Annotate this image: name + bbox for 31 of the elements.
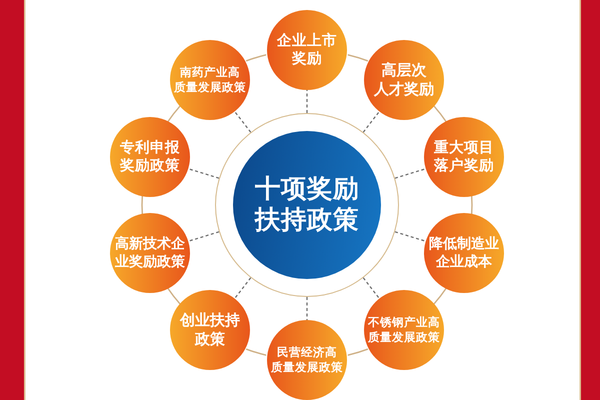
dashed-connector: [306, 90, 308, 113]
arc-connector: [470, 195, 473, 215]
arc-connector: [348, 54, 368, 62]
arc-connector: [167, 106, 181, 123]
arc-connector: [433, 287, 447, 304]
dashed-connector: [394, 168, 426, 179]
topic-label: 降低制造业企业成本: [428, 234, 499, 271]
center-title: 十项奖励扶持政策: [255, 174, 359, 236]
arc-connector: [167, 287, 181, 304]
arc-connector: [348, 348, 368, 356]
dashed-connector: [362, 277, 380, 300]
topic-label: 高新技术企业奖励政策: [115, 234, 186, 271]
dashed-connector: [394, 231, 426, 242]
topic-label: 企业上市奖励: [277, 32, 337, 68]
topic-label: 重大项目落户奖励: [434, 139, 494, 176]
arc-connector: [246, 54, 266, 62]
dashed-connector: [234, 277, 252, 300]
dashed-connector: [188, 168, 220, 179]
arc-connector: [433, 106, 447, 123]
dashed-connector: [362, 110, 380, 133]
arc-connector: [141, 195, 144, 215]
dashed-connector: [234, 110, 252, 133]
topic-label: 民营经济高质量发展政策: [271, 345, 343, 375]
topic-label: 南药产业高质量发展政策: [174, 64, 246, 95]
arc-connector: [246, 348, 266, 356]
dashed-connector: [188, 231, 220, 242]
topic-label: 高层次人才奖励: [374, 60, 434, 99]
topic-label: 专利申报奖励政策: [120, 139, 180, 176]
dashed-connector: [306, 297, 308, 320]
topic-label: 创业扶持政策: [180, 311, 240, 350]
topic-label: 不锈钢产业高质量发展政策: [368, 315, 440, 346]
